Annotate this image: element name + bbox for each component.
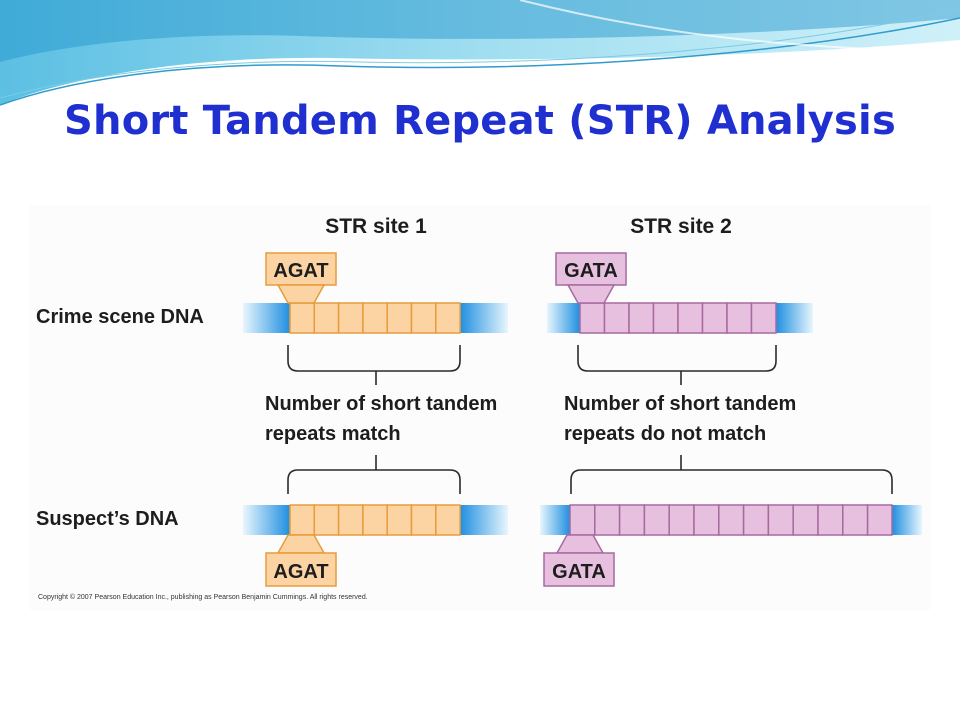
site1-title: STR site 1: [325, 215, 427, 238]
flank-left: [547, 303, 580, 333]
repeat-unit: [362, 302, 388, 334]
repeat-unit: [579, 302, 606, 334]
repeat-unit: [701, 302, 728, 334]
repeat-unit: [618, 504, 646, 536]
site2-upper-bracket: [577, 345, 777, 385]
repeat-unit: [792, 504, 819, 536]
repeat-unit: [569, 504, 596, 536]
repeat-unit: [643, 504, 670, 536]
repeat-unit: [386, 504, 413, 536]
flank-right: [460, 505, 508, 535]
repeat-unit: [313, 302, 340, 334]
repeat-unit: [289, 504, 316, 536]
flank-right: [460, 303, 508, 333]
repeat-unit: [693, 504, 720, 536]
repeat-unit: [435, 302, 461, 334]
repeat-unit: [603, 302, 630, 334]
repeat-unit: [842, 504, 869, 536]
repeat-unit: [337, 302, 364, 334]
repeat-unit: [289, 302, 316, 334]
repeat-unit: [767, 504, 794, 536]
repeat-unit: [652, 302, 679, 334]
repeat-unit: [386, 302, 413, 334]
flank-left: [540, 505, 570, 535]
flank-left: [243, 303, 290, 333]
flank-right: [892, 505, 922, 535]
repeat-unit: [677, 302, 704, 334]
suspect-dna-label: Suspect’s DNA: [36, 508, 179, 530]
site2-title: STR site 2: [630, 215, 732, 238]
site2-crime-scene-callout: GATA: [555, 252, 627, 304]
site2-note-line2: repeats do not match: [564, 423, 766, 445]
site2-note-line1: Number of short tandem: [564, 393, 796, 415]
site1-upper-bracket: [287, 345, 461, 385]
repeat-unit: [742, 504, 770, 536]
flank-left: [243, 505, 290, 535]
site2-suspect-repeat-label: GATA: [552, 561, 606, 583]
site1-note-line2: repeats match: [265, 423, 401, 445]
site2-crime-repeat-label: GATA: [564, 260, 618, 282]
site2-crime-scene-strand: [547, 302, 813, 334]
repeat-unit: [750, 302, 777, 334]
slide-title: Short Tandem Repeat (STR) Analysis: [64, 98, 896, 144]
copyright-notice: Copyright © 2007 Pearson Education Inc.,…: [38, 594, 368, 601]
repeat-unit: [410, 302, 437, 334]
repeat-unit: [435, 504, 461, 536]
repeat-unit: [362, 504, 388, 536]
repeat-unit: [313, 504, 340, 536]
repeat-unit: [337, 504, 364, 536]
repeat-unit: [668, 504, 695, 536]
site2-suspect-callout: GATA: [543, 534, 615, 587]
site1-suspect-repeat-label: AGAT: [273, 561, 328, 583]
repeat-unit: [628, 302, 655, 334]
crime-scene-dna-label: Crime scene DNA: [36, 306, 204, 328]
repeat-unit: [817, 504, 844, 536]
repeat-unit: [410, 504, 437, 536]
repeat-unit: [594, 504, 621, 536]
site1-lower-bracket: [287, 455, 461, 494]
repeat-unit: [718, 504, 745, 536]
str-diagram: STR site 1 STR site 2 Crime scene DNA Su…: [36, 215, 922, 587]
site1-suspect-strand: [243, 504, 508, 536]
flank-right: [776, 303, 813, 333]
site1-crime-scene-callout: AGAT: [265, 252, 337, 304]
header-wave-decoration: [0, 0, 960, 106]
site2-suspect-strand: [540, 504, 922, 536]
site1-suspect-callout: AGAT: [265, 534, 337, 587]
site2-lower-bracket: [570, 455, 893, 494]
repeat-unit: [866, 504, 893, 536]
diagram-panel: STR site 1 STR site 2 Crime scene DNA Su…: [30, 205, 930, 610]
repeat-unit: [726, 302, 753, 334]
site1-note-line1: Number of short tandem: [265, 393, 497, 415]
site1-crime-scene-strand: [243, 302, 508, 334]
site1-crime-repeat-label: AGAT: [273, 260, 328, 282]
